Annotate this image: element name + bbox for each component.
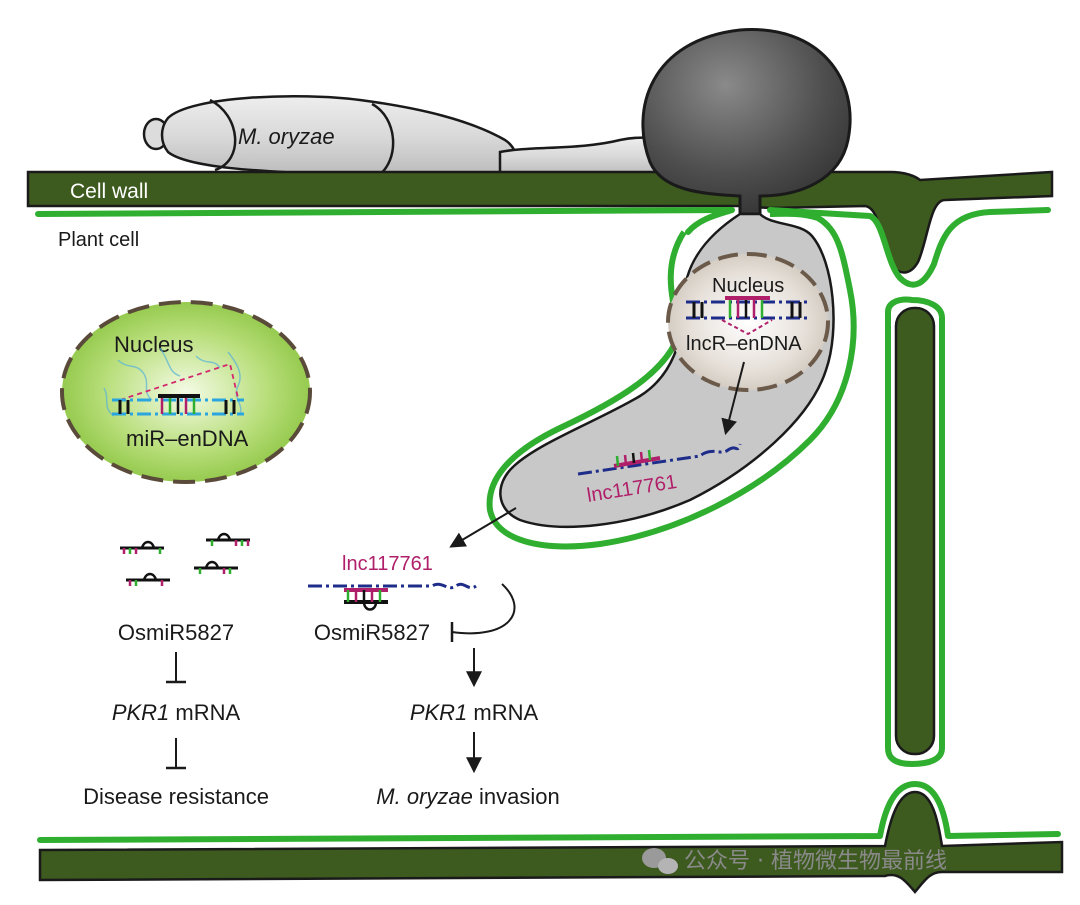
plant-nucleus-label: Nucleus (114, 332, 193, 357)
cell-wall-top: Cell wall (26, 170, 1054, 274)
right-pathway: lnc117761 OsmiR5827 PKR1 mRNA M. oryzae … (308, 553, 560, 809)
arrow-icon (721, 361, 745, 436)
osmir-left-label: OsmiR5827 (118, 620, 234, 645)
mir-endna-duplex (112, 394, 244, 416)
vertical-wall-band (894, 306, 936, 756)
lnc-rna-strand-cell (308, 582, 477, 590)
mir-loop-dashed (119, 362, 239, 401)
fungus-spore: M. oryzae (142, 94, 682, 182)
hypha-membrane-outline (486, 210, 857, 550)
cell-wall-right-vertical (894, 306, 936, 756)
lnc-rna-strand-hypha (577, 443, 742, 476)
invasive-hypha (486, 210, 857, 550)
mirna-glyph (120, 540, 164, 554)
fungal-nucleus-envelope (666, 252, 830, 392)
arrow-icon (449, 507, 517, 548)
appressorium (641, 28, 852, 216)
pkr1-left-label: PKR1 mRNA (112, 700, 241, 725)
mir-endna-label: miR–enDNA (126, 426, 249, 451)
spore-septum-1 (209, 98, 237, 172)
membrane-bottom (37, 781, 1061, 843)
spore-body (160, 94, 518, 182)
invasion-label: M. oryzae invasion (376, 784, 559, 809)
plant-nucleus: Nucleus miR–enDNA (60, 300, 312, 484)
mirna-glyph (126, 572, 170, 586)
mirna-glyph (206, 532, 250, 546)
left-pathway: OsmiR5827 PKR1 mRNA Disease resistance (83, 620, 269, 809)
cell-wall-bottom (38, 790, 1064, 894)
watermark-text: 公众号 · 植物微生物最前线 (684, 849, 947, 874)
lncr-endna-label: lncR–enDNA (686, 333, 802, 355)
cell-wall-label: Cell wall (70, 180, 148, 203)
appressorium-dome (641, 28, 852, 216)
disease-resistance-label: Disease resistance (83, 784, 269, 809)
fungus-name-label: M. oryzae (238, 124, 335, 149)
inhibition-bar-icon (166, 738, 186, 770)
membrane-vertical-outline (885, 296, 945, 767)
membrane-top-left (35, 207, 735, 235)
inhibition-bar-icon (166, 652, 186, 684)
lnc-label-cell: lnc117761 (342, 553, 433, 575)
cell-wall-top-band (26, 170, 1054, 274)
membrane-right-cell (767, 207, 1051, 288)
plasma-membranes (35, 207, 1061, 843)
pkr1-right-label: PKR1 mRNA (410, 700, 539, 725)
inhibition-bar-icon (450, 583, 516, 642)
plant-cell-label: Plant cell (58, 229, 139, 251)
wechat-icon (642, 848, 678, 874)
spore-septum-2 (371, 102, 395, 178)
fungal-nucleus: Nucleus lncR–enDNA (666, 252, 830, 392)
lncr-endna-duplex (686, 296, 808, 336)
osmir-right-label: OsmiR5827 (314, 620, 430, 645)
plant-nucleus-envelope (60, 300, 312, 484)
cell-wall-bottom-band (38, 790, 1064, 894)
fungal-nucleus-label: Nucleus (712, 275, 784, 297)
chromatin-strands (103, 347, 242, 417)
watermark: 公众号 · 植物微生物最前线 (642, 848, 947, 874)
lnc-mir-complex (308, 582, 477, 611)
mirna-glyph (194, 560, 238, 574)
free-mirna-cluster (120, 532, 250, 586)
